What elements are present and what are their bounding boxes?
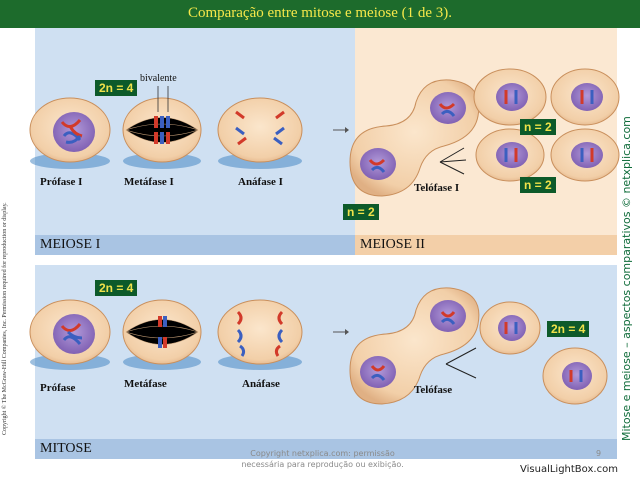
label-prophase: Prófase <box>40 382 76 394</box>
divergence-arrows <box>439 147 467 175</box>
badge-telophase-n: n = 2 <box>343 204 379 220</box>
section-mitose: MITOSE <box>35 439 617 459</box>
badge-mitose-2n: 2n = 4 <box>95 280 138 296</box>
label-metaphase: Metáfase <box>124 378 167 390</box>
badge-meiose-ii-n-lower: n = 2 <box>520 177 556 193</box>
watermark: VisualLightBox.com <box>520 464 618 475</box>
left-credit: Copyright © The McGraw-Hill Companies, I… <box>2 202 8 435</box>
annotation-bivalente: bivalente <box>140 73 177 84</box>
cell-metaphase-i <box>122 97 202 169</box>
footer-copyright: Copyright netxplica.com: permissão neces… <box>215 448 430 470</box>
section-meiose-ii: MEIOSE II <box>355 235 617 255</box>
footer-copyright-line1: Copyright netxplica.com: permissão <box>250 449 395 458</box>
badge-meiose-2n: 2n = 4 <box>95 80 138 96</box>
label-telophase-i: Telófase I <box>414 182 460 194</box>
label-telophase: Telófase <box>414 384 453 396</box>
section-meiose-i: MEIOSE I <box>35 235 355 255</box>
page-number: 9 <box>596 449 602 458</box>
badge-mitose-end-2n: 2n = 4 <box>547 321 590 337</box>
badge-meiose-ii-n-upper: n = 2 <box>520 119 556 135</box>
label-anaphase: Anáfase <box>242 378 280 390</box>
cell-prophase-i <box>29 97 111 169</box>
mitose-daughter-cells <box>479 301 608 405</box>
mitose-arrows <box>445 347 477 379</box>
label-prophase-i: Prófase I <box>40 176 83 188</box>
meiose-ii-cells <box>473 68 620 182</box>
cell-telophase-i <box>349 79 480 197</box>
label-metaphase-i: Metáfase I <box>124 176 174 188</box>
title-bar <box>0 0 640 28</box>
label-anaphase-i: Anáfase I <box>238 176 283 188</box>
cell-anaphase-i <box>217 97 303 169</box>
cell-prophase-mitose <box>29 299 111 370</box>
slide-title: Comparação entre mitose e meiose (1 de 3… <box>187 5 453 21</box>
right-credit: Mitose e meiose – aspectos comparativos … <box>620 116 633 441</box>
footer-copyright-line2: necessária para reprodução ou exibição. <box>241 460 404 469</box>
cell-telophase-mitose <box>349 287 480 405</box>
cell-metaphase-mitose <box>122 299 202 370</box>
cell-anaphase-mitose <box>217 299 303 370</box>
